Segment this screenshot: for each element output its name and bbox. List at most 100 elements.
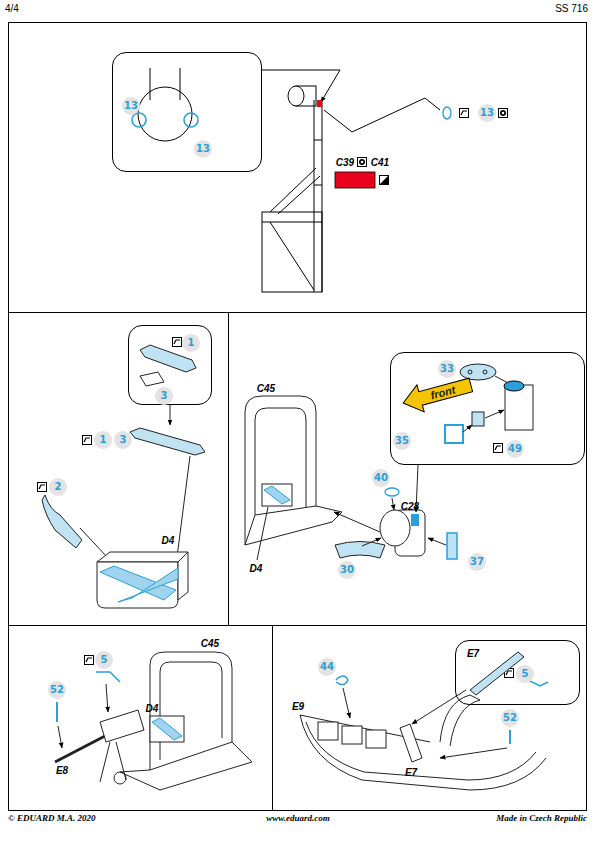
gun-mount-art <box>150 716 184 742</box>
callout-number: 49 <box>506 440 524 458</box>
antenna-mast-art <box>262 222 322 223</box>
seat-gunsight-art <box>411 514 419 526</box>
hull-art <box>306 722 536 780</box>
seat-gunsight-art <box>504 381 524 391</box>
hull-art <box>300 652 548 790</box>
arrow-shape <box>400 371 475 416</box>
seat-gunsight-art <box>392 498 394 510</box>
icon-symbols <box>38 483 47 492</box>
seat-box-art <box>130 428 205 455</box>
callout-number: 33 <box>438 360 456 378</box>
callout-number: 2 <box>49 478 67 496</box>
hull-art <box>366 730 386 748</box>
icon-symbols <box>460 109 469 118</box>
hull-art <box>336 676 348 685</box>
gun-mount-art <box>100 742 110 782</box>
panel-frames <box>9 23 587 811</box>
seat-gunsight-art <box>463 425 472 432</box>
seat-gunsight-art <box>362 538 381 546</box>
seat-gunsight-art <box>245 506 342 545</box>
seat-box-art <box>118 568 178 602</box>
panel-frames <box>8 23 587 811</box>
top-detail-art <box>150 68 151 100</box>
panel-frames <box>8 625 587 626</box>
icon-symbols <box>494 444 503 453</box>
inset-box: 333549front <box>390 352 585 465</box>
seat-gunsight-art <box>447 533 457 559</box>
top-detail-art <box>138 87 192 141</box>
gun-mount-art <box>100 710 144 742</box>
callout-number: 30 <box>338 561 356 579</box>
antenna-mast-art <box>288 86 304 106</box>
gun-mount-art <box>56 702 58 722</box>
panel-frames <box>272 625 273 810</box>
antenna-mast-art <box>314 100 315 292</box>
part-label: E7 <box>467 648 479 659</box>
seat-gunsight-art <box>472 412 484 426</box>
antenna-mast-art <box>262 86 451 292</box>
callout-number: 40 <box>372 469 390 487</box>
hull-art <box>509 730 511 744</box>
seat-box-art <box>178 552 188 600</box>
seat-gunsight-art <box>335 542 385 559</box>
gun-mount-art <box>58 726 62 748</box>
icon-symbols <box>380 176 389 185</box>
footer-text: Made in Czech Republic <box>496 813 587 823</box>
seat-gunsight-art <box>385 488 399 496</box>
seat-box-art <box>42 495 82 548</box>
part-label: E7 <box>405 767 417 778</box>
inset-box: E75 <box>455 640 580 705</box>
seat-gunsight-art <box>460 364 496 380</box>
icon-symbols <box>85 656 94 665</box>
seat-box-art <box>140 372 164 386</box>
antenna-mast-art <box>278 176 320 214</box>
callout-number: 13 <box>122 97 140 115</box>
gun-mount-art <box>55 652 252 790</box>
seat-box-art <box>170 405 171 425</box>
gun-mount-art <box>160 662 222 760</box>
icon-symbols <box>499 109 508 118</box>
callout-number: 3 <box>155 387 173 405</box>
top-detail-art <box>132 113 146 127</box>
antenna-mast-art <box>324 98 440 132</box>
inset-box: 1313 <box>112 52 262 172</box>
front-arrow: front <box>398 370 475 418</box>
part-label: C41 <box>371 157 389 168</box>
seat-gunsight-art <box>428 538 446 545</box>
antenna-mast-art <box>262 212 322 292</box>
seat-gunsight-art <box>505 385 533 430</box>
seat-box-art <box>42 345 205 608</box>
seat-gunsight-art <box>245 364 533 560</box>
seat-gunsight-art <box>445 425 463 443</box>
part-label: C45 <box>257 383 275 394</box>
gun-mount-art <box>96 672 120 682</box>
seat-box-art <box>97 552 188 562</box>
part-label: D4 <box>146 703 159 714</box>
seat-gunsight-art <box>257 507 268 560</box>
antenna-mast-art <box>314 140 322 141</box>
callout-number: 52 <box>48 681 66 699</box>
callout-number: 3 <box>114 431 132 449</box>
header-text: SS 716 <box>555 3 588 14</box>
hull-art <box>400 724 422 762</box>
top-detail-art <box>184 113 198 127</box>
seat-box-art <box>176 456 190 565</box>
footer-text: © EDUARD M.A. 2020 <box>8 813 96 823</box>
hull-art <box>412 690 466 724</box>
top-detail-art <box>132 68 340 141</box>
callout-number: 1 <box>94 431 112 449</box>
part-label: C39 <box>336 157 354 168</box>
part-label: C45 <box>201 638 219 649</box>
seat-gunsight-art <box>334 512 380 532</box>
seat-gunsight-art <box>485 410 504 418</box>
antenna-mast-art <box>270 168 316 212</box>
hull-art <box>343 688 350 718</box>
part-label: C28 <box>401 501 419 512</box>
antenna-mast-art <box>314 185 322 186</box>
part-label: E9 <box>292 701 304 712</box>
icon-symbols <box>358 158 367 167</box>
antenna-mast-art <box>443 107 451 119</box>
icon-symbols <box>38 109 514 678</box>
gun-mount-art <box>55 736 105 762</box>
seat-box-art <box>97 562 178 608</box>
